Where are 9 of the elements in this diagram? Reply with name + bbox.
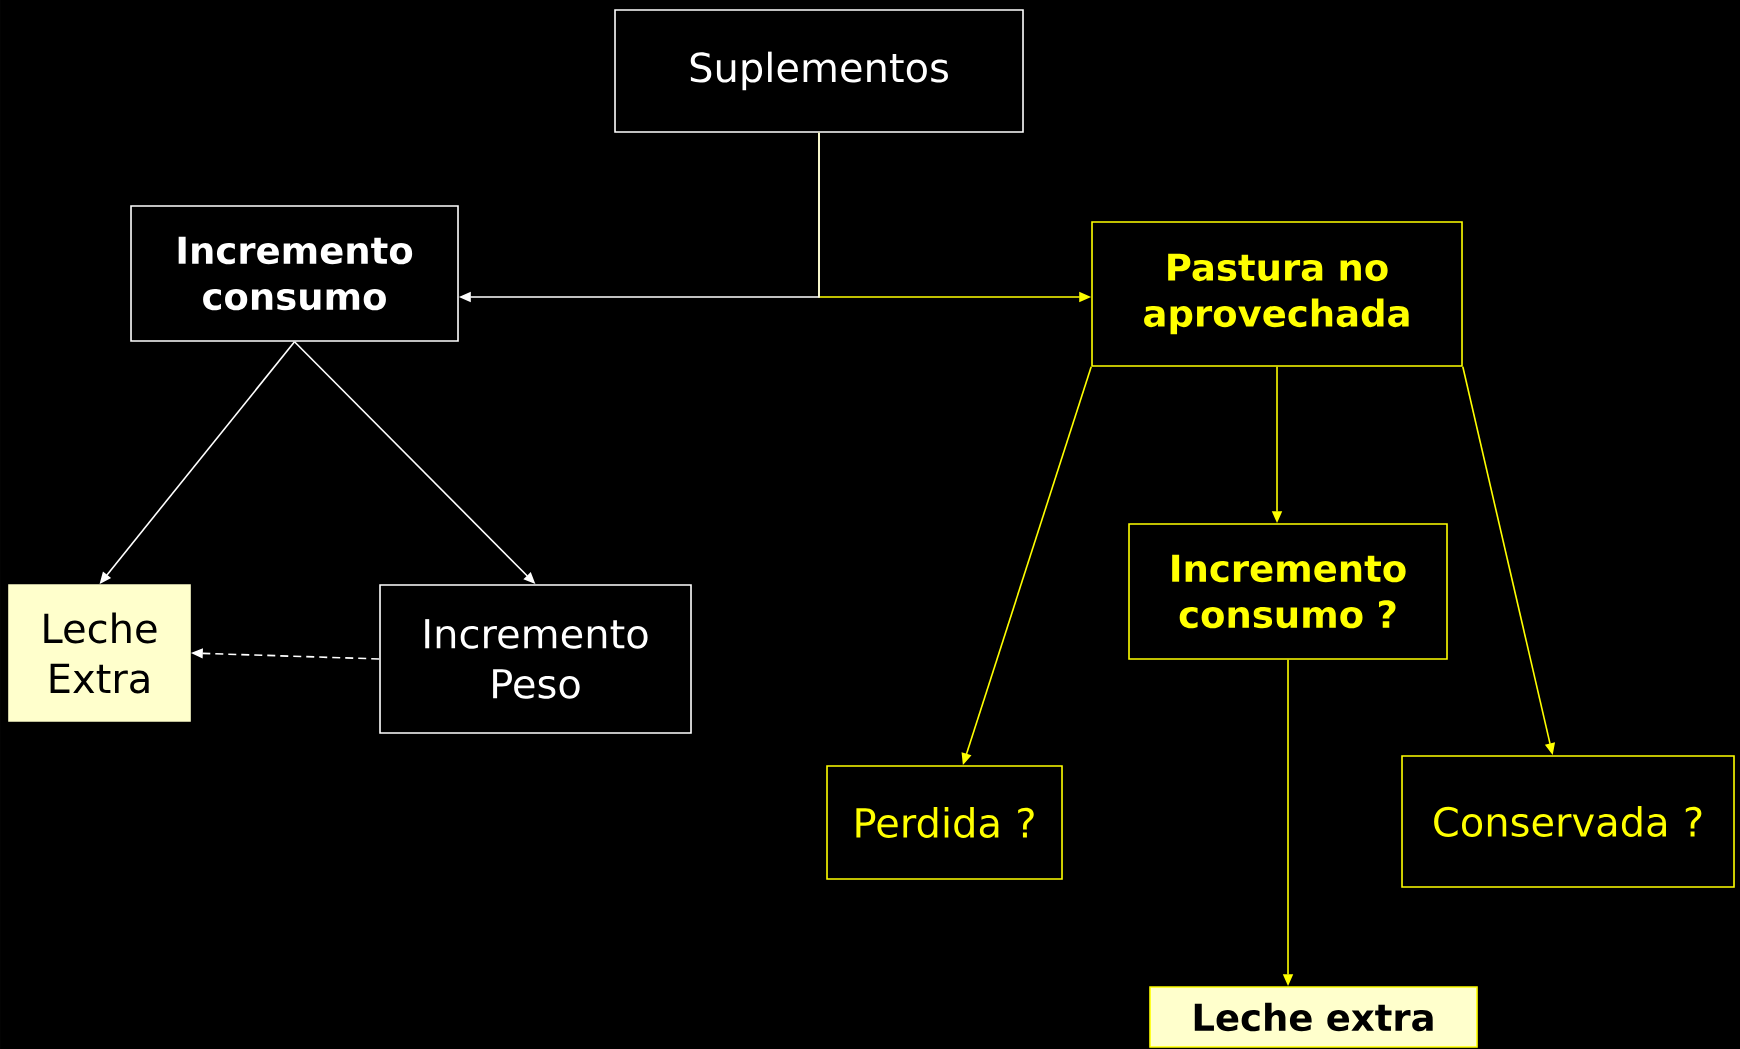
flow-box: Incremento consumo: [130, 205, 459, 342]
flow-box: Conservada ?: [1401, 755, 1735, 888]
flow-box: Leche extra: [1149, 986, 1478, 1048]
flow-box: Suplementos: [614, 9, 1024, 133]
flow-box: Pastura no aprovechada: [1091, 221, 1463, 367]
flow-box: Incremento Peso: [379, 584, 692, 734]
flow-box: Incremento consumo ?: [1128, 523, 1448, 660]
flow-box: Perdida ?: [826, 765, 1063, 880]
flow-box: Leche Extra: [8, 584, 191, 722]
